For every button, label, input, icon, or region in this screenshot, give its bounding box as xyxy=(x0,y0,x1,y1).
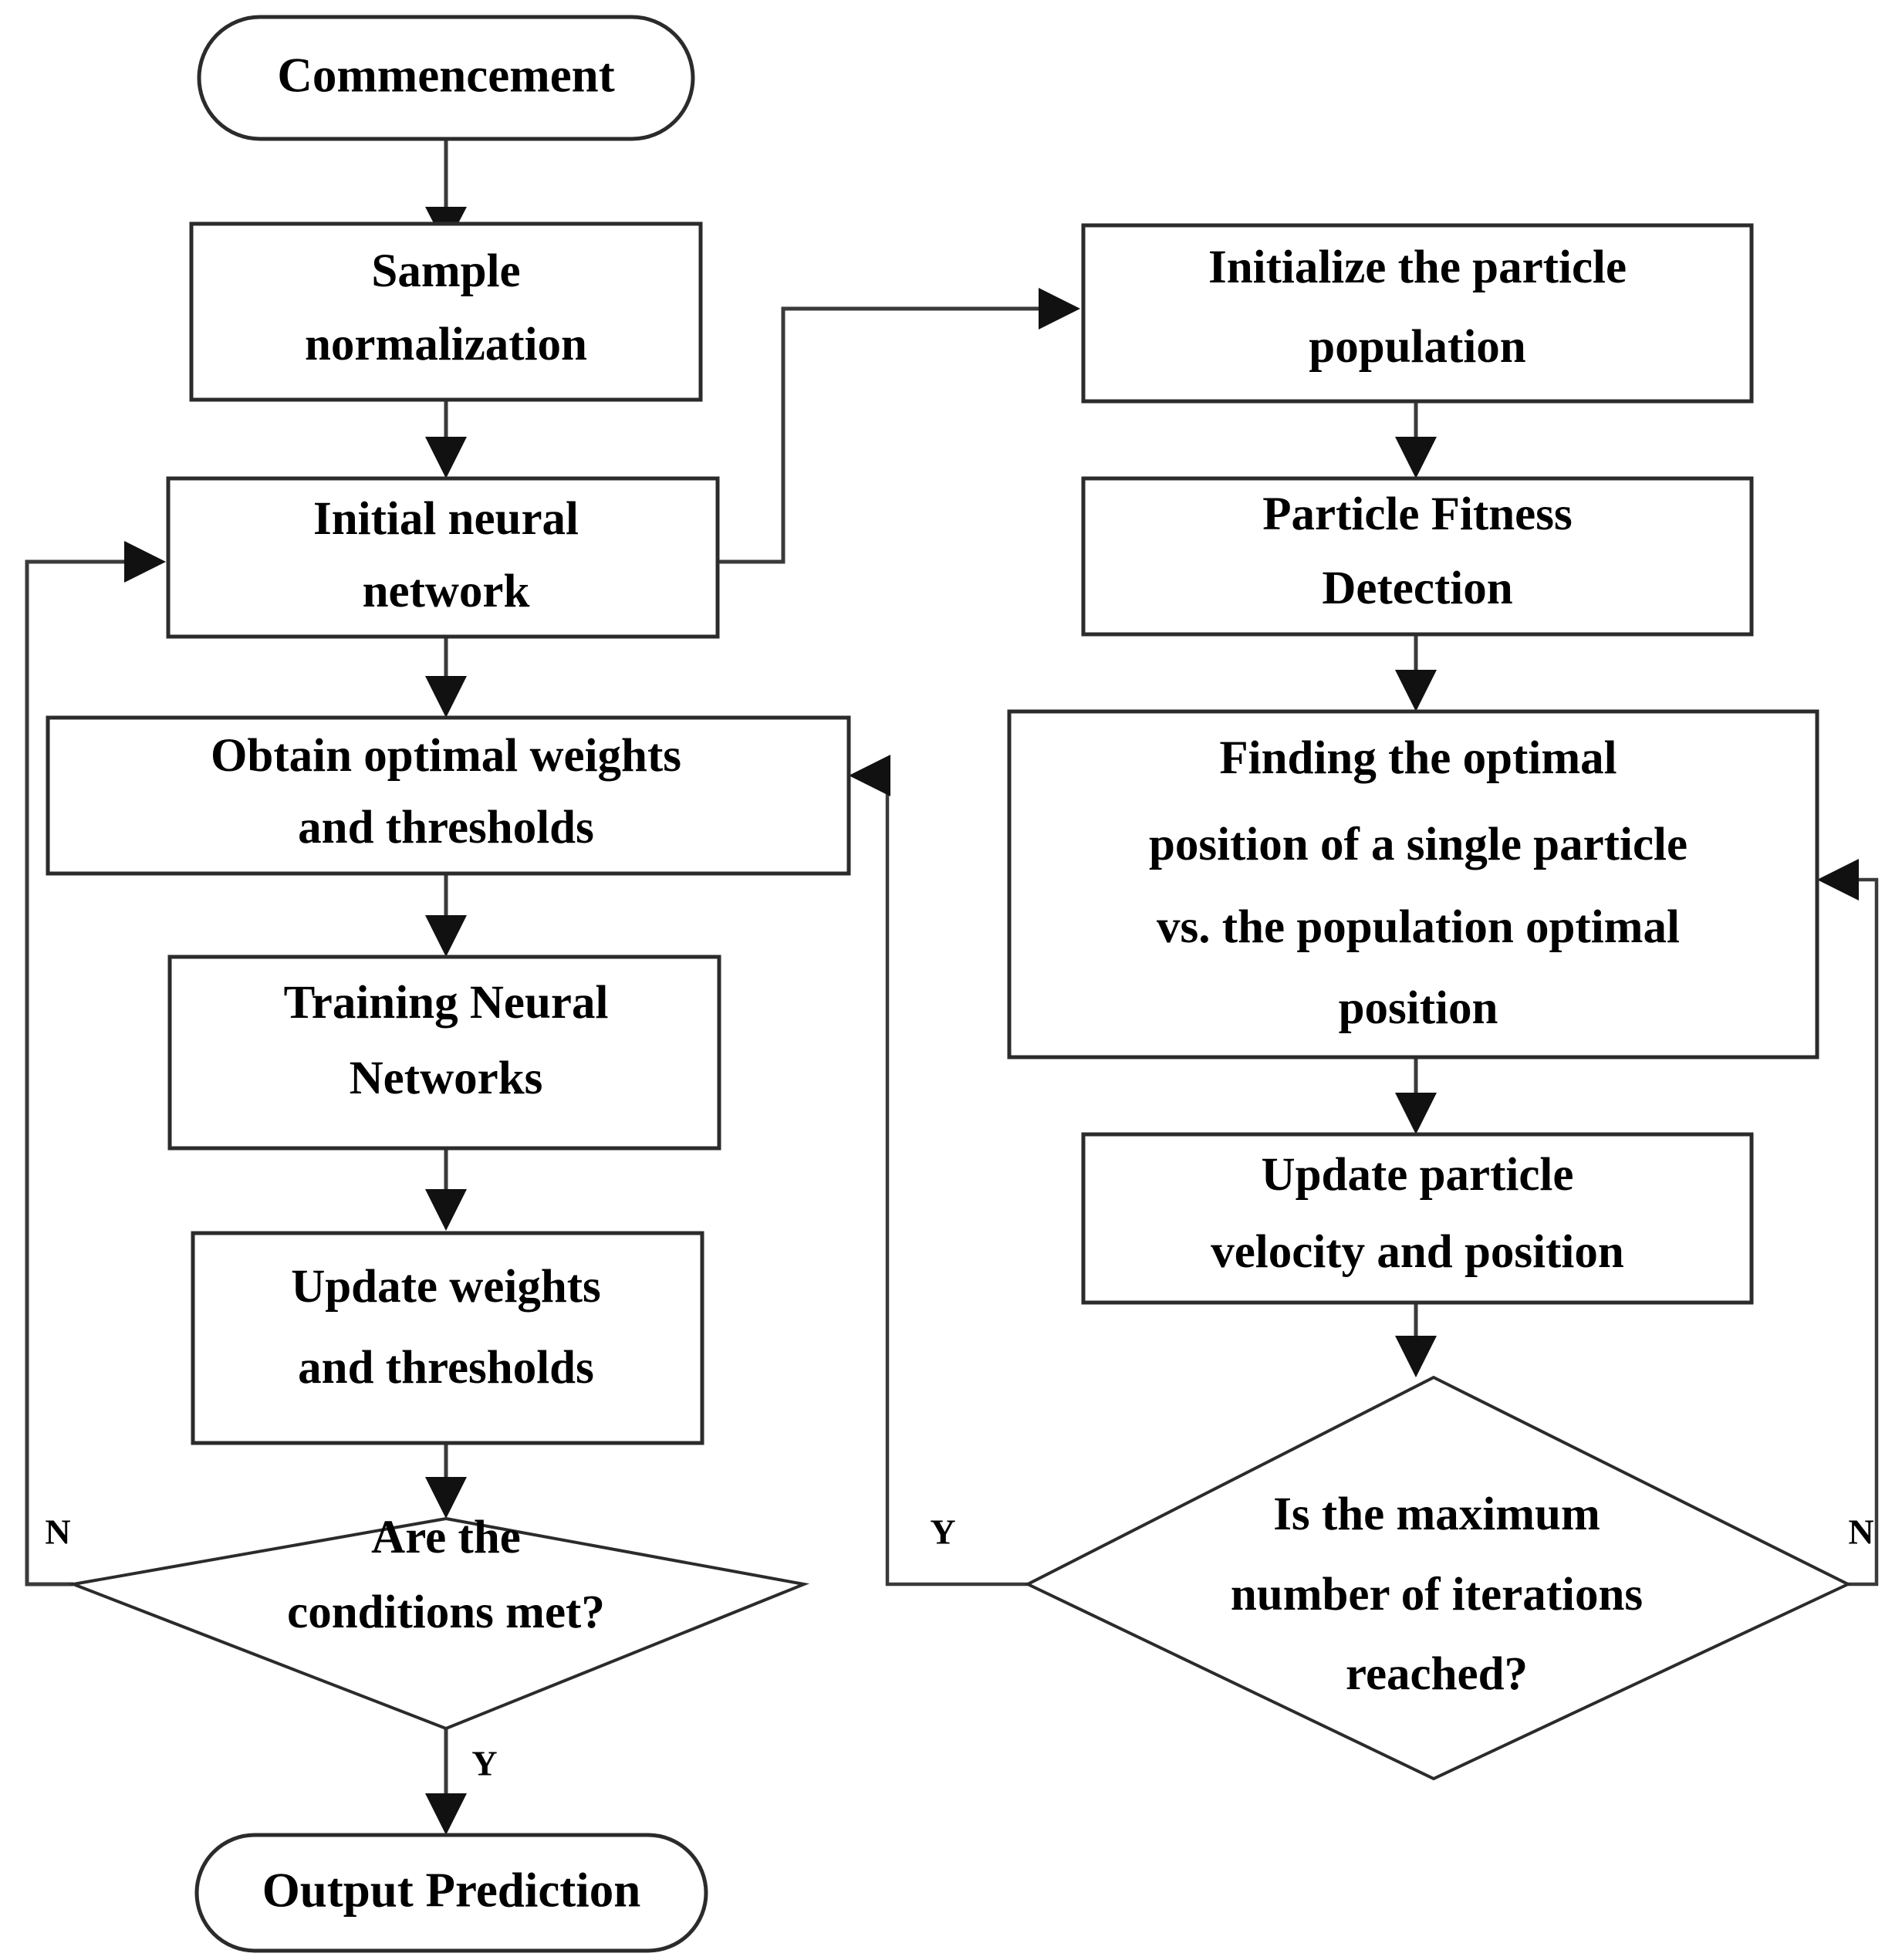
edge-initial-neural-network-to-obtain-optimal-weights xyxy=(425,637,467,718)
edge-initialize-particle-population-to-particle-fitness-detection xyxy=(1395,401,1437,478)
node-max-iterations-reached[interactable]: Is the maximum number of iterations reac… xyxy=(1024,1375,1852,1781)
node-training-neural-networks[interactable]: Training Neural Networks xyxy=(167,955,721,1151)
node-particle-fitness-detection[interactable]: Particle Fitness Detection xyxy=(1081,476,1754,637)
node-particle-fitness-detection-line1: Particle Fitness xyxy=(1262,488,1572,540)
node-finding-optimal-position[interactable]: Finding the optimal position of a single… xyxy=(1007,709,1819,1059)
node-max-iterations-reached-line2: number of iterations xyxy=(1231,1569,1643,1620)
edge-label-conditions-no: N xyxy=(45,1512,70,1552)
edge-finding-optimal-position-to-update-particle-velocity xyxy=(1395,1057,1437,1134)
node-finding-optimal-position-line4: position xyxy=(1339,982,1498,1034)
edge-max-iterations-yes-to-obtain-optimal-weights xyxy=(849,755,1028,1587)
node-max-iterations-reached-line1: Is the maximum xyxy=(1273,1489,1600,1540)
node-obtain-optimal-weights-line2: and thresholds xyxy=(298,802,594,853)
node-initialize-particle-population-line2: population xyxy=(1309,321,1525,373)
node-finding-optimal-position-line2: position of a single particle xyxy=(1149,819,1687,870)
node-obtain-optimal-weights-line1: Obtain optimal weights xyxy=(211,730,681,782)
edge-training-neural-networks-to-update-weights xyxy=(425,1148,467,1231)
node-training-neural-networks-line1: Training Neural xyxy=(284,977,609,1029)
node-output-prediction-label: Output Prediction xyxy=(262,1863,641,1917)
node-update-weights[interactable]: Update weights and thresholds xyxy=(191,1231,704,1445)
node-update-particle-velocity-line2: velocity and position xyxy=(1211,1226,1624,1278)
node-sample-normalization[interactable]: Sample normalization xyxy=(189,221,703,402)
node-initial-neural-network-line2: network xyxy=(363,566,530,617)
edge-conditions-met-no-to-initial-neural-network xyxy=(25,541,166,1587)
node-sample-normalization-line2: normalization xyxy=(305,319,587,370)
edge-label-iterations-no: N xyxy=(1848,1512,1873,1552)
edge-label-iterations-yes: Y xyxy=(930,1512,955,1552)
edge-particle-fitness-detection-to-finding-optimal-position xyxy=(1395,634,1437,711)
node-initialize-particle-population[interactable]: Initialize the particle population xyxy=(1081,223,1754,404)
node-finding-optimal-position-line3: vs. the population optimal xyxy=(1157,901,1680,953)
node-update-weights-line2: and thresholds xyxy=(298,1342,594,1394)
node-particle-fitness-detection-line2: Detection xyxy=(1322,563,1512,614)
edge-initial-neural-network-to-initialize-particle-population xyxy=(718,288,1080,564)
node-sample-normalization-line1: Sample xyxy=(371,245,520,297)
node-initial-neural-network[interactable]: Initial neural network xyxy=(166,476,720,639)
node-initial-neural-network-line1: Initial neural xyxy=(313,493,579,545)
edge-obtain-optimal-weights-to-training-neural-networks xyxy=(425,874,467,957)
node-conditions-met[interactable]: Are the conditions met? xyxy=(67,1512,810,1731)
node-finding-optimal-position-line1: Finding the optimal xyxy=(1219,732,1617,784)
node-training-neural-networks-line2: Networks xyxy=(350,1053,543,1104)
node-max-iterations-reached-line3: reached? xyxy=(1346,1648,1528,1700)
edge-update-particle-velocity-to-max-iterations-reached xyxy=(1395,1303,1437,1377)
edge-update-weights-to-conditions-met xyxy=(425,1443,467,1519)
node-obtain-optimal-weights[interactable]: Obtain optimal weights and thresholds xyxy=(46,715,851,876)
node-output-prediction[interactable]: Output Prediction xyxy=(194,1833,708,1953)
edge-conditions-met-yes-to-output-prediction xyxy=(425,1729,467,1835)
node-conditions-met-line2: conditions met? xyxy=(287,1587,605,1638)
node-commencement-label: Commencement xyxy=(277,48,614,102)
node-conditions-met-line1: Are the xyxy=(371,1512,521,1563)
node-initialize-particle-population-line1: Initialize the particle xyxy=(1208,242,1627,293)
node-commencement[interactable]: Commencement xyxy=(197,15,695,141)
edge-label-conditions-yes: Y xyxy=(471,1744,497,1783)
node-update-particle-velocity[interactable]: Update particle velocity and position xyxy=(1081,1132,1754,1305)
edge-sample-normalization-to-initial-neural-network xyxy=(425,400,467,478)
node-update-weights-line1: Update weights xyxy=(291,1261,601,1313)
node-update-particle-velocity-line1: Update particle xyxy=(1262,1149,1574,1201)
edge-max-iterations-no-to-finding-optimal-position xyxy=(1817,859,1879,1587)
